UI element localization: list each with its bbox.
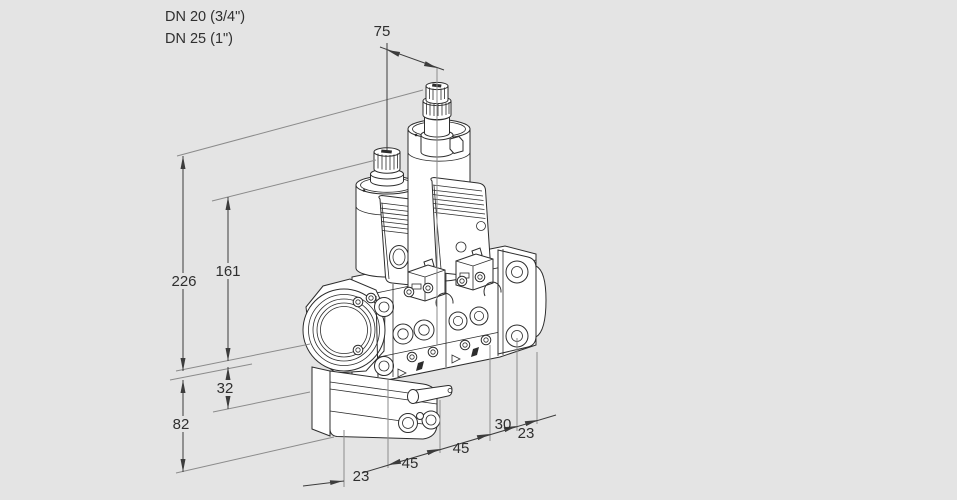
reference-lines [169,68,538,487]
dimension-annotations: 75 226 161 32 82 23 45 45 30 23 [169,23,557,487]
outlet-flange [497,249,547,355]
dim-label-32: 32 [217,380,234,397]
dim-label-23-front: 23 [353,468,370,485]
flow-arrow-icon [451,354,461,364]
flow-arrow-icon [397,368,407,378]
dim-label-161: 161 [215,263,240,280]
size-line-dn20: DN 20 (3/4") [165,9,245,25]
test-point-circles [392,306,489,345]
dim-label-45-left: 45 [402,455,419,472]
bottom-unit [311,366,453,440]
valve-drawing [302,81,547,440]
size-line-dn25: DN 25 (1") [165,31,233,47]
size-designations: DN 20 (3/4") DN 25 (1") [165,9,245,47]
dim-label-82: 82 [173,416,190,433]
dim-label-226: 226 [171,273,196,290]
right-solenoid-actuator [407,81,492,282]
dim-label-45-right: 45 [453,440,470,457]
dim-label-23-outlet: 23 [518,425,535,442]
inlet-flange [302,278,394,378]
dimension-arrows [180,50,538,485]
dimension-labels: 75 226 161 32 82 23 45 45 30 23 [169,23,534,485]
dim-label-75: 75 [374,23,391,40]
screw-circles [352,271,492,363]
dim-label-30: 30 [495,416,512,433]
body-details [352,247,502,378]
